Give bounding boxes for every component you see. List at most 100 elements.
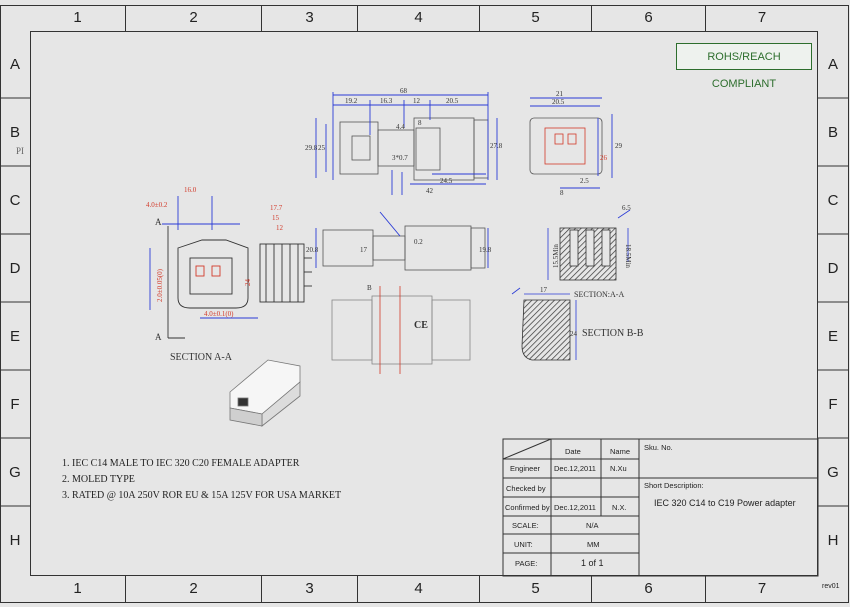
dim-2-5: 2.5 bbox=[580, 177, 589, 185]
dim-4-4: 4.4 bbox=[396, 123, 405, 131]
dim-42: 42 bbox=[426, 187, 434, 195]
dim-20-5-r: 20.5 bbox=[552, 98, 565, 106]
tb-short-desc-label: Short Description: bbox=[644, 481, 704, 490]
right-zone-D: D bbox=[827, 260, 839, 277]
dim-24-5: 24.5 bbox=[440, 177, 453, 185]
dim-17-7: 17.7 bbox=[270, 204, 283, 212]
left-section-view bbox=[259, 243, 312, 303]
tb-col-name: Name bbox=[610, 447, 631, 456]
top-zone-2: 2 bbox=[126, 5, 262, 31]
dim-18-5min: 18.5Min bbox=[624, 244, 632, 268]
tb-checked-label: Checked by bbox=[506, 484, 546, 493]
section-bb-label: SECTION B-B bbox=[582, 328, 644, 339]
dim-16-0: 16.0 bbox=[184, 186, 197, 194]
top-zone-5: 5 bbox=[480, 5, 592, 31]
dim-6-5: 6.5 bbox=[622, 204, 631, 212]
dim-24-l: 24 bbox=[244, 279, 252, 287]
tb-engineer-label: Engineer bbox=[510, 464, 541, 473]
tb-short-desc: IEC 320 C14 to C19 Power adapter bbox=[654, 498, 796, 508]
top-view-dimensions bbox=[315, 92, 498, 195]
dim-25: 25 bbox=[318, 144, 326, 152]
revision-label: rev01 bbox=[822, 583, 840, 590]
right-zone-A: A bbox=[827, 56, 838, 73]
dim-19-2: 19.2 bbox=[345, 97, 358, 105]
bottom-zone-4: 4 bbox=[358, 576, 480, 602]
note-2: 2. MOLED TYPE bbox=[62, 474, 135, 485]
top-view-adapter bbox=[339, 117, 489, 181]
end-view-adapter bbox=[529, 117, 603, 175]
dim-26: 26 bbox=[600, 154, 608, 162]
top-zone-7: 7 bbox=[757, 9, 767, 26]
top-zone-3: 3 bbox=[262, 5, 358, 31]
left-zone-D: D bbox=[9, 260, 21, 277]
top-zone-1: 1 bbox=[30, 5, 126, 31]
left-face-view bbox=[177, 239, 249, 309]
tb-unit-value: MM bbox=[587, 540, 600, 549]
drawing-notes: 1. IEC C14 MALE TO IEC 320 C20 FEMALE AD… bbox=[62, 456, 341, 504]
right-zone-B: B bbox=[827, 124, 838, 141]
tb-sku-label: Sku. No. bbox=[644, 443, 673, 452]
label-b: B bbox=[367, 284, 372, 292]
pi-label: PI bbox=[16, 146, 25, 156]
bottom-side-view bbox=[331, 286, 471, 374]
adapter-3d-render bbox=[229, 359, 301, 427]
ce-mark: CE bbox=[414, 320, 428, 331]
dim-0-2: 0.2 bbox=[414, 238, 423, 246]
dim-68: 68 bbox=[400, 87, 408, 95]
note-3: 3. RATED @ 10A 250V ROR EU & 15A 125V FO… bbox=[62, 490, 342, 501]
dim-3x0-7: 3*0.7 bbox=[392, 154, 408, 162]
top-zone-4: 4 bbox=[358, 5, 480, 31]
dim-bb-24: 24 bbox=[570, 330, 578, 338]
tb-confirmed-name: N.X. bbox=[612, 503, 627, 512]
section-aa-right-label: SECTION:A-A bbox=[574, 290, 625, 299]
dim-12: 12 bbox=[413, 97, 421, 105]
section-aa-left-label: SECTION A-A bbox=[170, 352, 232, 363]
left-zone-E: E bbox=[9, 328, 20, 345]
right-zone-F: F bbox=[828, 396, 838, 413]
left-zone-A: A bbox=[9, 56, 20, 73]
right-zone-G: G bbox=[827, 464, 839, 481]
tb-engineer-date: Dec.12,2011 bbox=[554, 464, 596, 473]
left-zone-B: B bbox=[9, 124, 20, 141]
compliance-badge: ROHS/REACH COMPLIANT bbox=[676, 43, 812, 90]
note-1: 1. IEC C14 MALE TO IEC 320 C20 FEMALE AD… bbox=[62, 458, 300, 469]
dim-21: 21 bbox=[556, 90, 564, 98]
tb-confirmed-label: Confirmed by bbox=[505, 503, 550, 512]
tb-scale-label: SCALE: bbox=[512, 521, 539, 530]
dim-27-8: 27.8 bbox=[490, 142, 503, 150]
bottom-zone-2: 2 bbox=[126, 576, 262, 602]
dim-29-8: 29.8 bbox=[305, 144, 318, 152]
dim-15-l: 15 bbox=[272, 214, 280, 222]
tb-engineer-name: N.Xu bbox=[610, 464, 627, 473]
bottom-zone-1: 1 bbox=[30, 576, 126, 602]
dim-12-l: 12 bbox=[276, 224, 284, 232]
bottom-zone-6: 6 bbox=[592, 576, 706, 602]
tb-page-value: 1 of 1 bbox=[581, 558, 604, 568]
tb-confirmed-date: Dec.12,2011 bbox=[554, 503, 596, 512]
label-a-top: A bbox=[155, 217, 162, 227]
label-a-bottom: A bbox=[155, 332, 162, 342]
right-zone-C: C bbox=[827, 192, 839, 209]
tb-unit-label: UNIT: bbox=[514, 540, 533, 549]
dim-20-8: 20.8 bbox=[306, 246, 319, 254]
dim-8-r: 8 bbox=[560, 189, 564, 197]
tb-col-date: Date bbox=[565, 447, 581, 456]
right-zone-H: H bbox=[827, 532, 839, 549]
dim-2-0: 2.0±0.05(0) bbox=[156, 268, 164, 302]
dim-19-8: 19.8 bbox=[479, 246, 492, 254]
right-zone-E: E bbox=[827, 328, 838, 345]
dim-20-5: 20.5 bbox=[446, 97, 459, 105]
left-zone-C: C bbox=[9, 192, 21, 209]
sheet-border bbox=[0, 5, 849, 603]
dim-17: 17 bbox=[360, 246, 368, 254]
bottom-zone-7: 7 bbox=[757, 580, 767, 597]
dim-8: 8 bbox=[418, 119, 422, 127]
tb-page-label: PAGE: bbox=[515, 559, 538, 568]
dim-16-3: 16.3 bbox=[380, 97, 393, 105]
left-zone-H: H bbox=[9, 532, 21, 549]
bottom-zone-3: 3 bbox=[262, 576, 358, 602]
dim-15-5min: 15.5Min bbox=[552, 244, 560, 268]
